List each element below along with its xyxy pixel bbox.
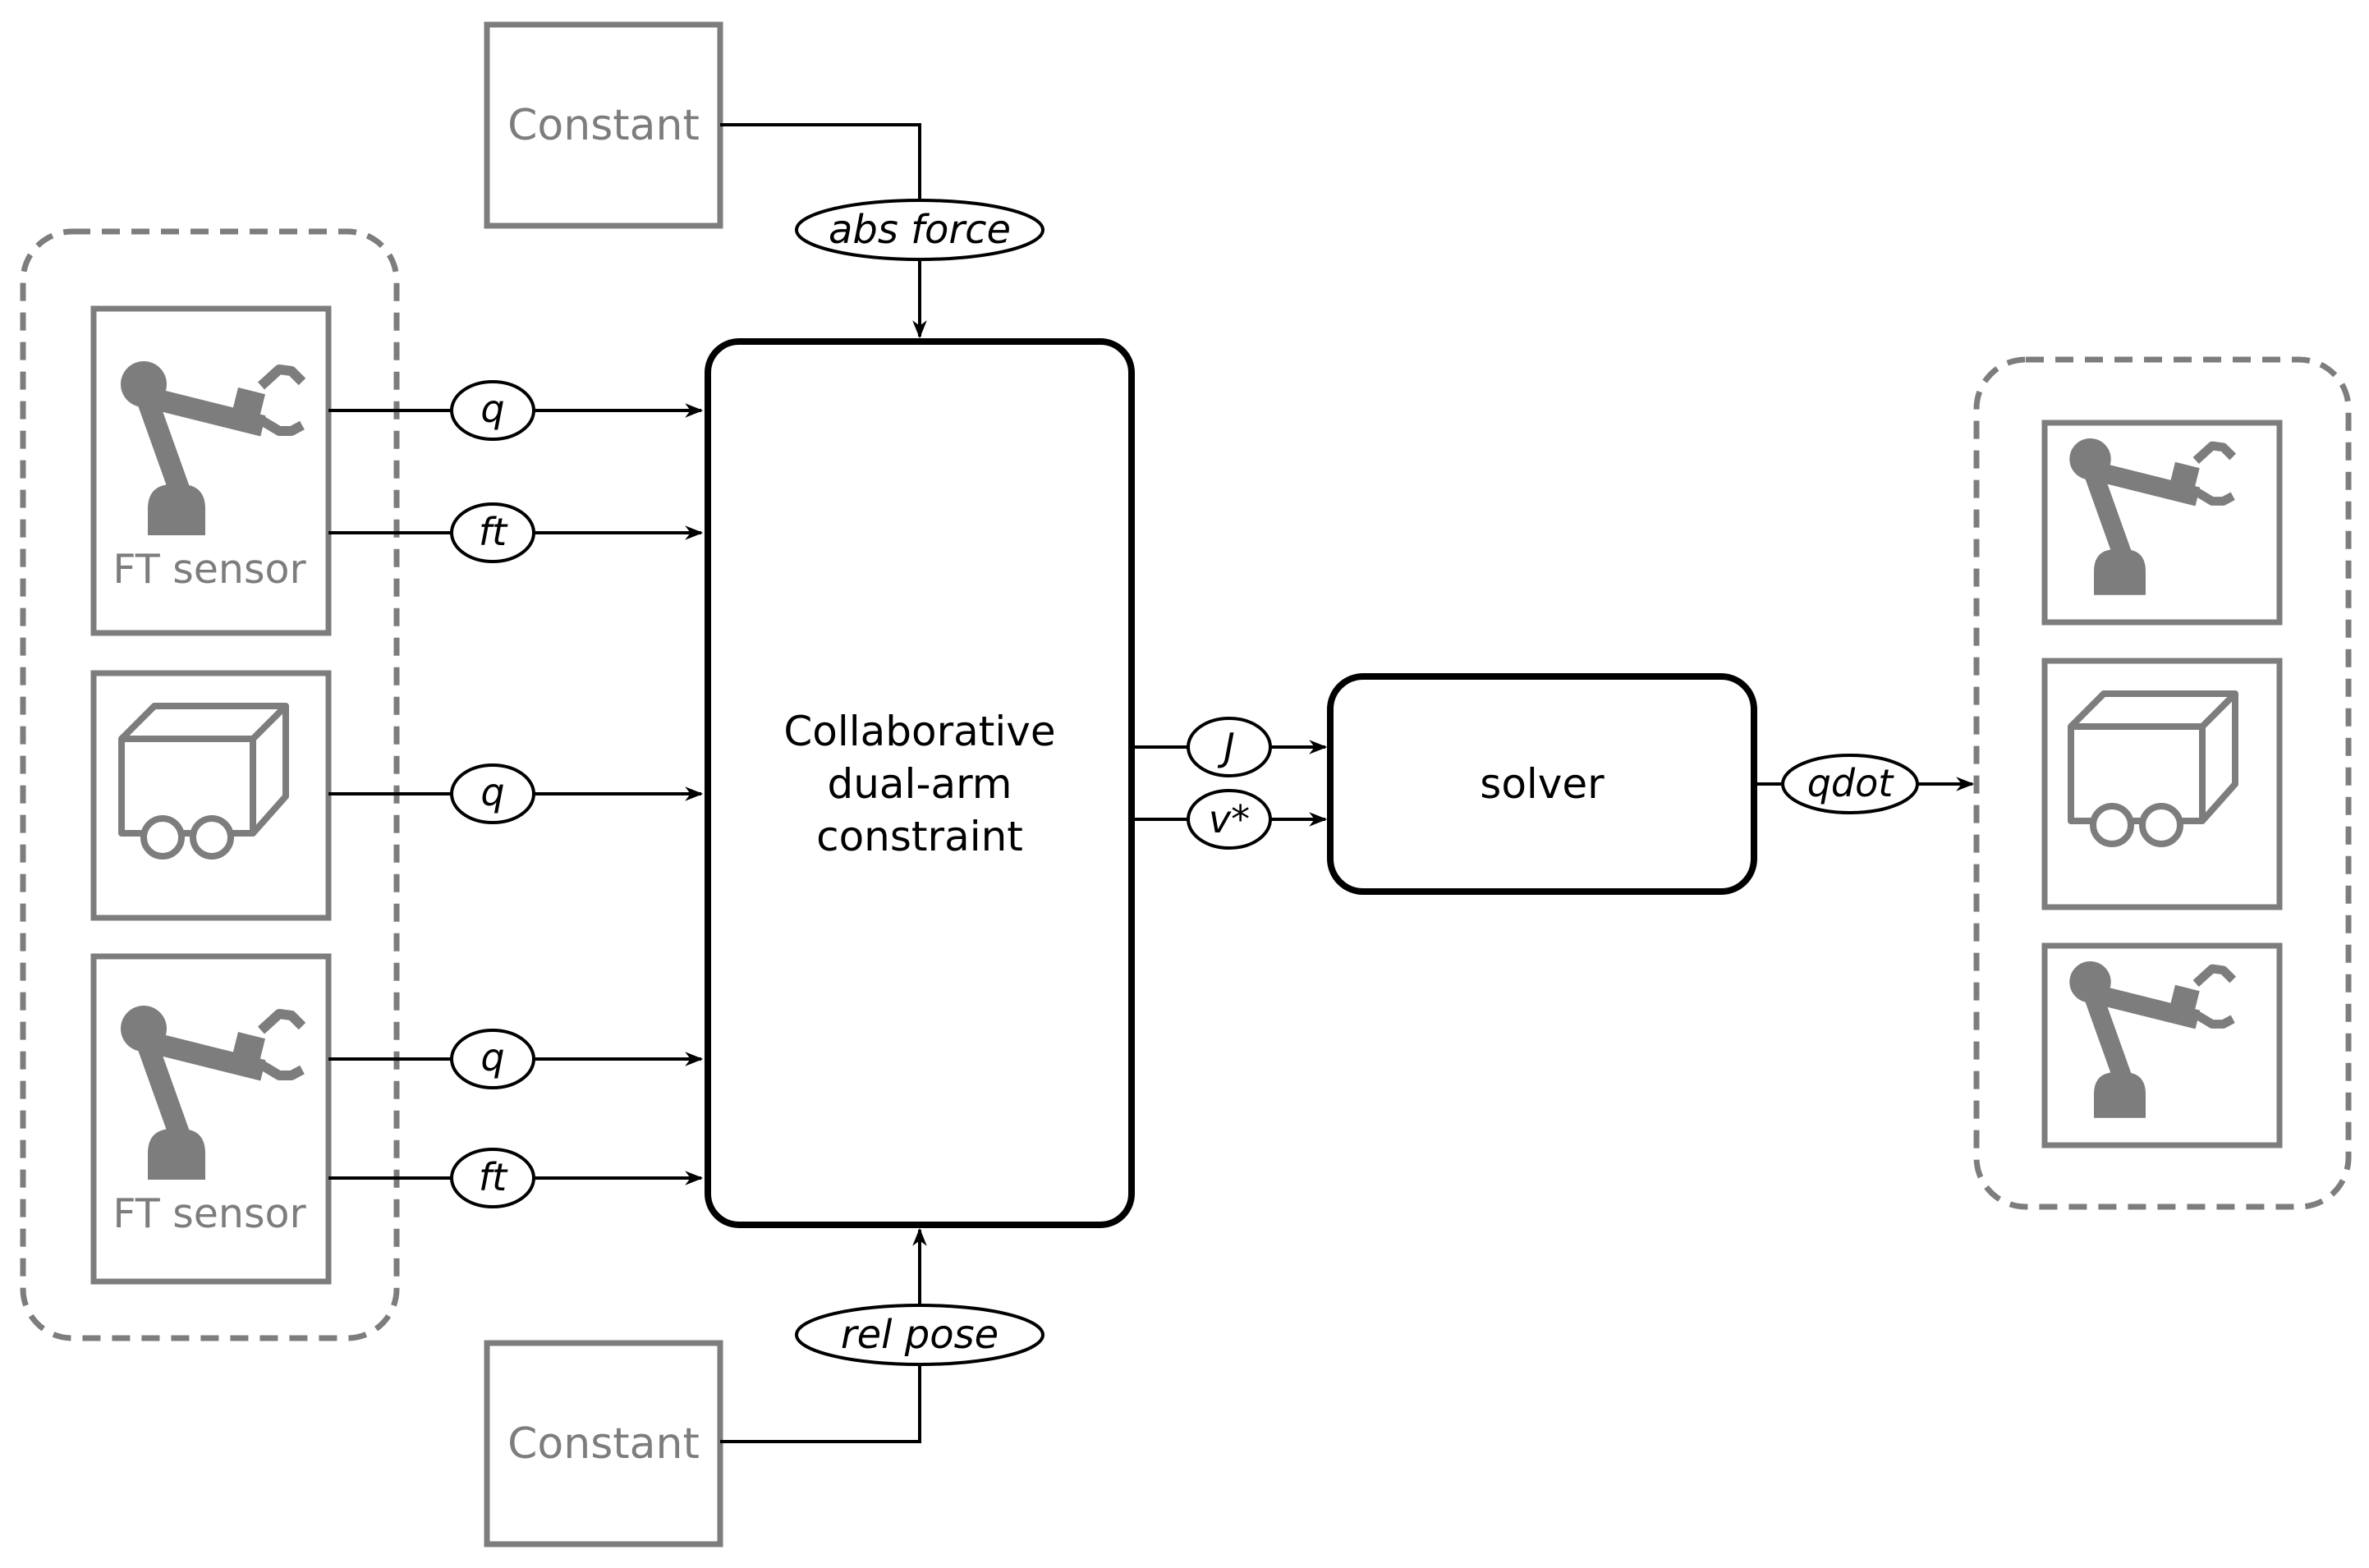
solver-block: solver	[1327, 673, 1757, 895]
output-arm-1-block	[2041, 420, 2283, 626]
abs-force-connector	[720, 123, 927, 339]
left-robot-group	[20, 228, 400, 1341]
signal-v-star: v*	[1187, 789, 1272, 850]
constraint-label-line-1: Collaborative	[783, 708, 1055, 755]
robot-arm-icon	[2069, 438, 2233, 595]
signal-label: qdot	[1807, 761, 1895, 805]
constant-label: Constant	[507, 101, 700, 150]
arm-1-block: FT sensor	[90, 305, 332, 636]
robot-arm-icon	[121, 361, 302, 535]
signal-rel-pose: rel pose	[795, 1304, 1044, 1366]
signal-label: abs force	[829, 207, 1011, 253]
ft-sensor-label: FT sensor	[112, 546, 306, 593]
signal-q-arm1: q	[450, 380, 535, 441]
constant-bottom-block: Constant	[484, 1340, 723, 1547]
signal-label: rel pose	[841, 1312, 999, 1358]
signal-ft-arm2: ft	[450, 1148, 535, 1208]
constraint-block: Collaborative dual-arm constraint	[705, 338, 1135, 1228]
signal-label: ft	[479, 1155, 508, 1199]
constraint-label-line-3: constraint	[816, 813, 1023, 860]
signal-q-base: q	[450, 763, 535, 824]
constant-label: Constant	[507, 1419, 700, 1469]
arm-2-block: FT sensor	[90, 953, 332, 1285]
output-arm-2-block	[2041, 942, 2283, 1148]
constant-top-block: Constant	[484, 21, 723, 229]
ft-sensor-label: FT sensor	[112, 1190, 306, 1237]
signal-qdot: qdot	[1781, 754, 1919, 814]
signal-ft-arm1: ft	[450, 502, 535, 563]
signal-jacobian: J	[1187, 717, 1272, 777]
signal-abs-force: abs force	[795, 199, 1044, 261]
robot-arm-icon	[2069, 961, 2233, 1118]
mobile-base-icon	[2071, 694, 2235, 844]
signal-label: q	[480, 770, 504, 814]
right-robot-group	[1973, 356, 2352, 1210]
output-mobile-base-block	[2041, 658, 2283, 910]
solver-label: solver	[1480, 760, 1605, 808]
signal-label: v*	[1209, 797, 1250, 841]
signal-label: q	[480, 1035, 504, 1080]
signal-label: q	[480, 387, 504, 431]
mobile-base-block	[90, 670, 332, 921]
signal-q-arm2: q	[450, 1029, 535, 1089]
signal-label: ft	[479, 510, 508, 554]
rel-pose-connector	[720, 1227, 927, 1443]
constraint-label-line-2: dual-arm	[827, 760, 1012, 808]
robot-arm-icon	[121, 1006, 302, 1180]
mobile-base-icon	[122, 706, 286, 856]
